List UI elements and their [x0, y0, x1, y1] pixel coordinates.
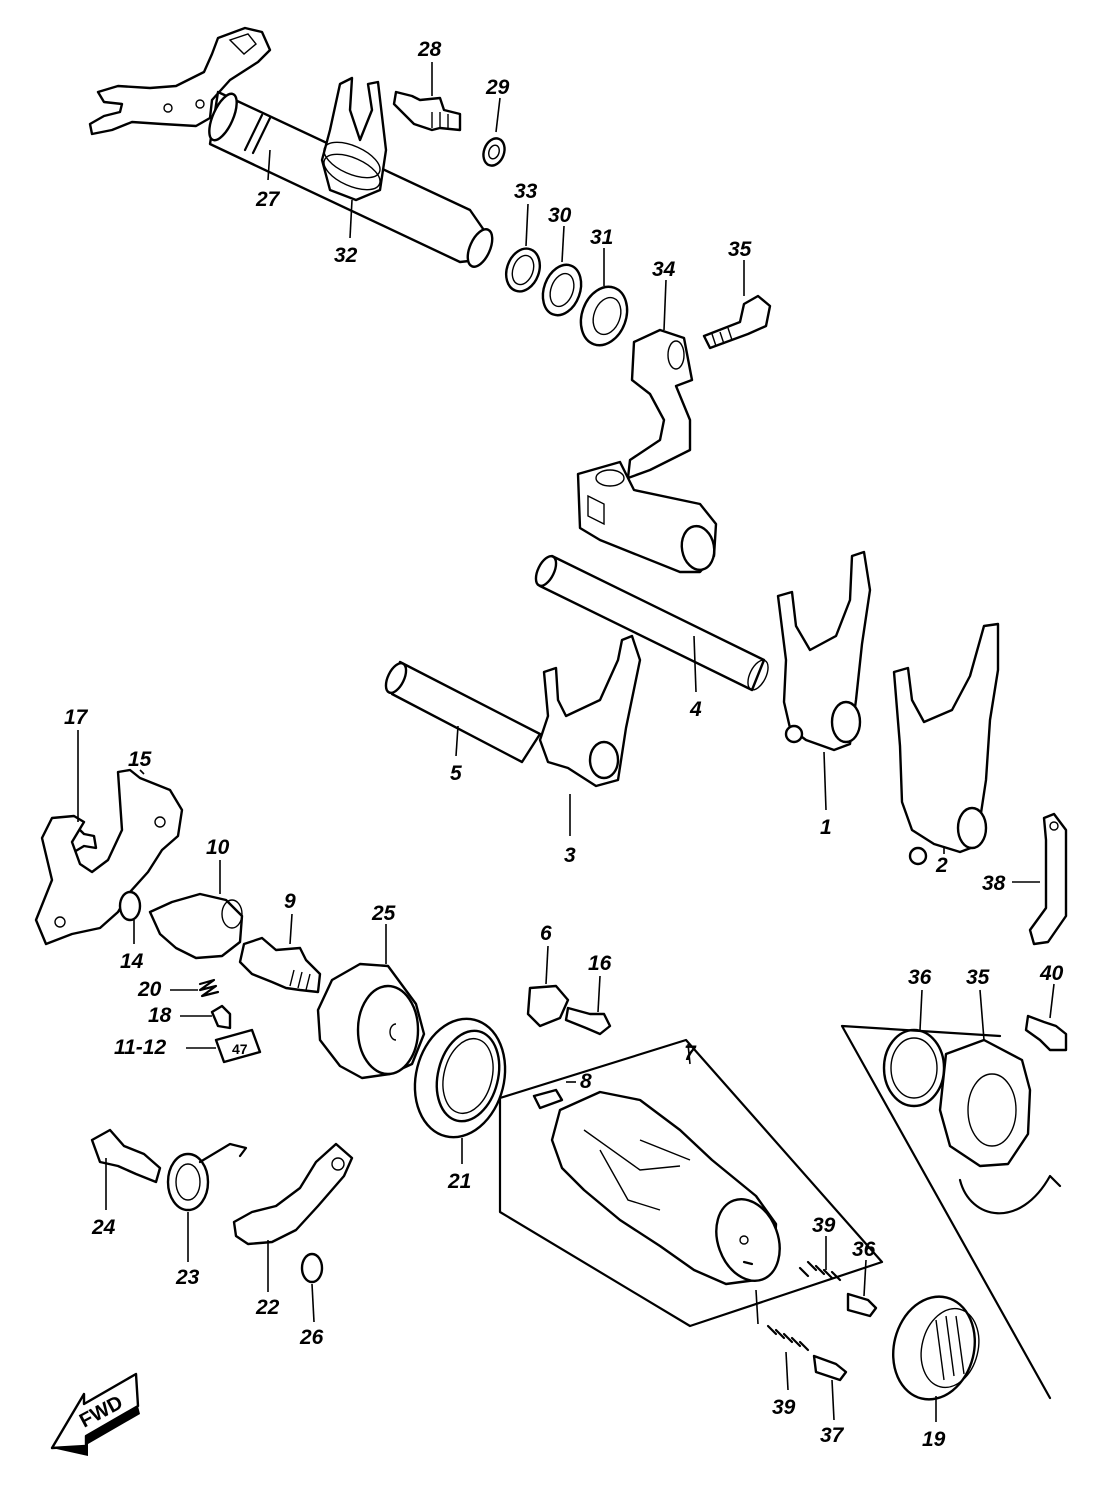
stopper-plate-14 — [34, 768, 184, 946]
sensor-group-outline — [840, 1024, 1052, 1400]
washer-28 — [482, 137, 506, 167]
callout-22: 23 — [175, 1266, 200, 1289]
callout-37: 36 — [908, 966, 932, 989]
callout-24: 25 — [371, 902, 396, 925]
callout-28: 29 — [485, 76, 510, 99]
gearshift-cam-stopper-24 — [316, 962, 426, 1080]
return-spring-22 — [166, 1142, 248, 1212]
needle-bearing-18 — [892, 1295, 980, 1401]
collar-13 — [118, 890, 142, 922]
spring-39a — [798, 1260, 842, 1282]
bolt-9 — [238, 936, 322, 994]
callout-23: 24 — [91, 1216, 116, 1239]
shaft-spring-31 — [320, 76, 388, 202]
callout-35: 35 — [966, 966, 990, 989]
callout-17: 18 — [148, 1004, 172, 1027]
callout-40: 40 — [1039, 962, 1064, 985]
shift-cam-guide-10 — [148, 892, 244, 960]
o-ring-37 — [882, 1028, 946, 1108]
fork-shaft-4 — [534, 554, 769, 692]
bolt-23 — [90, 1128, 162, 1184]
callout-16: 17 — [64, 706, 89, 729]
shift-fork-1 — [776, 550, 872, 752]
callout-6: 6 — [540, 922, 552, 945]
bearing-20 — [413, 1017, 507, 1139]
callout-34: 35 — [728, 238, 752, 261]
callout-labels: 27 32 28 29 33 30 31 34 35 4 5 3 1 2 38 … — [64, 38, 1064, 1451]
gear-position-contact-11-12: 47 — [214, 1028, 262, 1064]
bolt-27 — [392, 90, 462, 132]
callout-5: 5 — [450, 762, 462, 785]
circlip-32 — [504, 247, 542, 293]
callout-15: 16 — [588, 952, 612, 975]
callout-25: 26 — [299, 1326, 324, 1349]
callout-26: 27 — [255, 188, 281, 211]
callout-20: 21 — [447, 1170, 471, 1193]
cam-stopper-lever-21 — [232, 1142, 354, 1246]
callout-13: 14 — [120, 950, 144, 973]
gearshift-arm-33 — [576, 328, 718, 574]
callout-9: 9 — [284, 890, 296, 913]
shift-fork-3 — [538, 634, 642, 788]
pin-36b — [812, 1354, 848, 1382]
callout-8: 8 — [580, 1070, 592, 1093]
callout-39a: 39 — [812, 1214, 836, 1237]
callout-1: 1 — [820, 816, 832, 839]
callout-7: 7 — [684, 1042, 697, 1065]
washer-25 — [300, 1252, 324, 1284]
callout-29: 30 — [548, 204, 572, 227]
callout-2: 2 — [935, 854, 948, 877]
callout-31: 32 — [334, 244, 358, 267]
drum-group-box-7 — [498, 1038, 884, 1328]
callout-30: 31 — [590, 226, 613, 249]
callout-11-12: 11-12 — [114, 1036, 166, 1059]
callout-3: 3 — [564, 844, 576, 867]
callout-4: 4 — [689, 698, 702, 721]
callout-14: 15 — [128, 748, 152, 771]
fork-shaft-5 — [384, 660, 542, 764]
guide-plate-38 — [1028, 812, 1068, 946]
spring-19 — [198, 978, 220, 998]
plate-6 — [526, 984, 570, 1028]
callout-27: 28 — [417, 38, 442, 61]
spring-39b — [766, 1324, 810, 1352]
bolt-34 — [702, 294, 772, 350]
fwd-arrow-icon: FWD — [50, 1372, 140, 1456]
callout-33: 34 — [652, 258, 676, 281]
pin-36a — [846, 1292, 878, 1318]
oil-seal-30 — [579, 285, 629, 347]
screw-15 — [564, 1006, 612, 1036]
callout-18: 19 — [922, 1428, 946, 1451]
callout-21: 22 — [255, 1296, 280, 1319]
callout-32: 33 — [514, 180, 538, 203]
shift-drum-7 — [550, 1090, 781, 1286]
callout-36a: 36 — [852, 1238, 876, 1261]
pin-8 — [532, 1088, 564, 1110]
leader-lines — [77, 62, 1055, 1422]
callout-36b: 37 — [820, 1424, 845, 1447]
callout-39b: 39 — [772, 1396, 796, 1419]
shift-fork-2 — [892, 622, 1000, 866]
pin-17 — [210, 1004, 232, 1030]
washer-29 — [541, 263, 583, 317]
part-marking-47: 47 — [232, 1041, 248, 1057]
gear-position-switch-35 — [938, 1038, 1062, 1215]
callout-38: 38 — [982, 872, 1006, 895]
callout-19: 20 — [137, 978, 162, 1001]
bolt-40 — [1024, 1014, 1068, 1052]
gearshift-shaft-26 — [88, 26, 494, 268]
callout-10: 10 — [206, 836, 230, 859]
